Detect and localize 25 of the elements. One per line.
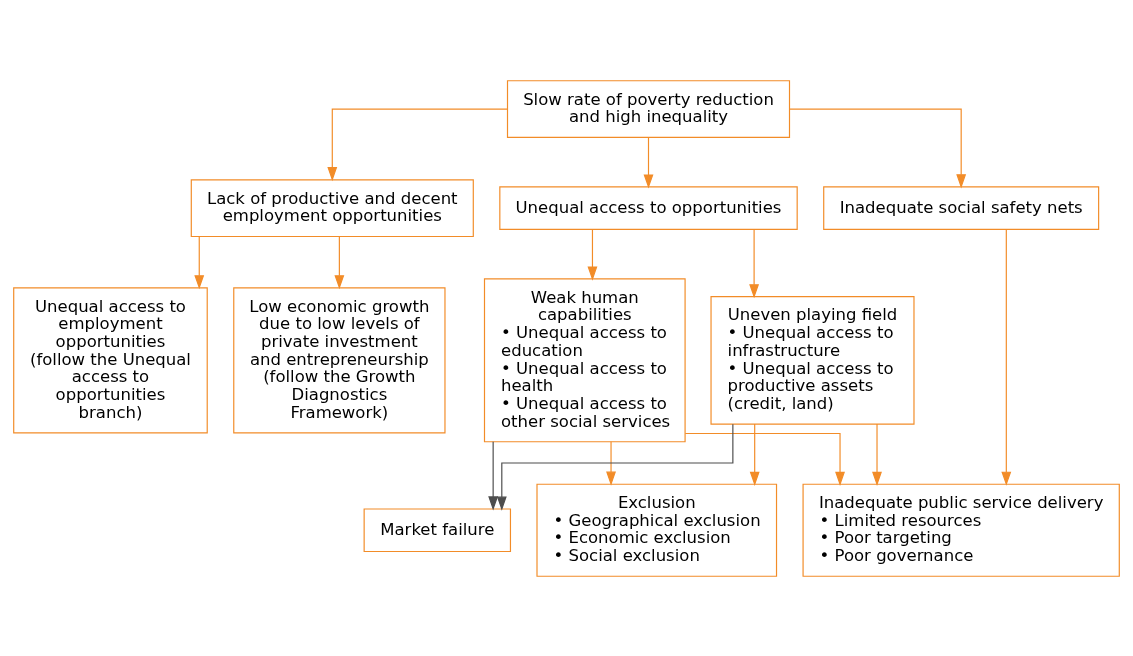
node-box: Market failure — [363, 507, 512, 552]
node-box: Unequal access to employment opportunities (follow the Unequal access to opportunities branch) — [13, 286, 208, 433]
arrow — [488, 440, 499, 510]
arrow — [587, 228, 598, 281]
arrow — [749, 228, 760, 298]
node-box: Inadequate public service delivery • Limited resources • Poor targeting • Poor governance — [802, 483, 1120, 577]
node-box: Uneven playing field • Unequal access to infrastructure • Unequal access to productive assets (credit, land) — [710, 295, 915, 425]
node-box: Slow rate of poverty reduction and high inequality — [506, 79, 791, 138]
node-box: Inadequate social safety nets — [823, 185, 1100, 230]
arrow — [872, 423, 882, 486]
node-box: Low economic growth due to low levels of private investment and entrepreneurship (follow the Growth Diagnostics Framework) — [233, 286, 446, 433]
arrow — [496, 423, 734, 511]
arrow — [749, 423, 760, 486]
node-box: Lack of productive and decent employment opportunities — [190, 178, 474, 237]
arrow — [1001, 228, 1012, 486]
node-box: Exclusion • Geographical exclusion • Economic exclusion • Social exclusion — [536, 483, 778, 577]
arrow — [789, 107, 967, 188]
arrow — [194, 235, 205, 289]
node-box: Weak human capabilities • Unequal access to education • Unequal access to health • Unequal access to other social services — [483, 277, 686, 442]
node-box: Unequal access to opportunities — [499, 185, 798, 230]
arrow — [643, 136, 654, 189]
arrow — [684, 432, 845, 486]
arrow — [606, 440, 616, 486]
arrow — [327, 107, 508, 181]
arrow — [334, 235, 345, 289]
